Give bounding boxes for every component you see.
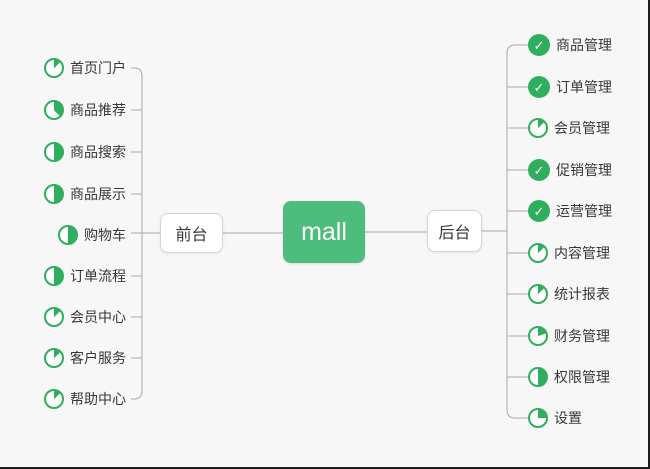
leaf-label: 运营管理	[556, 203, 612, 219]
progress-pie-icon	[44, 58, 64, 78]
leaf-label: 帮助中心	[70, 391, 126, 407]
leaf-node-finance-mgmt[interactable]: 财务管理	[528, 323, 610, 349]
leaf-node-permission-mgmt[interactable]: 权限管理	[528, 364, 610, 390]
leaf-node-statistics-report[interactable]: 统计报表	[528, 281, 610, 307]
leaf-node-product-search[interactable]: 商品搜索	[44, 139, 126, 165]
progress-pie-icon	[44, 307, 64, 327]
leaf-node-customer-service[interactable]: 客户服务	[44, 345, 126, 371]
leaf-node-member-center[interactable]: 会员中心	[44, 304, 126, 330]
progress-pie-icon	[44, 142, 64, 162]
progress-pie-icon	[44, 100, 64, 120]
progress-pie-icon	[528, 326, 548, 346]
leaf-label: 促销管理	[556, 162, 612, 178]
leaf-label: 统计报表	[554, 286, 610, 302]
leaf-label: 权限管理	[554, 369, 610, 385]
leaf-node-cart[interactable]: 购物车	[58, 222, 126, 248]
leaf-node-promotion-mgmt[interactable]: ✓ 促销管理	[528, 157, 612, 183]
leaf-label: 购物车	[84, 227, 126, 243]
leaf-node-product-mgmt[interactable]: ✓ 商品管理	[528, 32, 612, 58]
leaf-node-settings[interactable]: 设置	[528, 405, 582, 431]
leaf-label: 设置	[554, 410, 582, 426]
leaf-label: 商品推荐	[70, 102, 126, 118]
leaf-node-home-portal[interactable]: 首页门户	[44, 55, 126, 81]
leaf-label: 财务管理	[554, 328, 610, 344]
progress-pie-icon	[528, 243, 548, 263]
check-icon: ✓	[528, 200, 550, 222]
leaf-node-product-recommend[interactable]: 商品推荐	[44, 97, 126, 123]
branch-label: 后台	[438, 225, 471, 242]
progress-pie-icon	[528, 408, 548, 428]
progress-pie-icon	[44, 348, 64, 368]
progress-pie-icon	[528, 367, 548, 387]
branch-node-backend[interactable]: 后台	[427, 210, 482, 252]
progress-pie-icon	[528, 118, 548, 138]
leaf-label: 会员管理	[554, 120, 610, 136]
branch-label: 前台	[175, 227, 208, 244]
progress-pie-icon	[44, 266, 64, 286]
leaf-label: 内容管理	[554, 245, 610, 261]
right-bracket-line	[482, 44, 528, 419]
leaf-node-help-center[interactable]: 帮助中心	[44, 386, 126, 412]
progress-pie-icon	[58, 225, 78, 245]
leaf-label: 商品展示	[70, 186, 126, 202]
leaf-node-operation-mgmt[interactable]: ✓ 运营管理	[528, 198, 612, 224]
branch-node-frontend[interactable]: 前台	[160, 213, 223, 253]
check-icon: ✓	[528, 76, 550, 98]
leaf-node-product-display[interactable]: 商品展示	[44, 181, 126, 207]
progress-pie-icon	[528, 284, 548, 304]
leaf-label: 首页门户	[70, 60, 126, 76]
check-icon: ✓	[528, 159, 550, 181]
leaf-label: 会员中心	[70, 309, 126, 325]
leaf-node-order-flow[interactable]: 订单流程	[44, 263, 126, 289]
left-bracket-line	[131, 67, 160, 400]
leaf-label: 订单流程	[70, 268, 126, 284]
leaf-label: 商品管理	[556, 37, 612, 53]
root-label: mall	[301, 217, 347, 246]
leaf-label: 订单管理	[556, 79, 612, 95]
leaf-node-order-mgmt[interactable]: ✓ 订单管理	[528, 74, 612, 100]
leaf-label: 商品搜索	[70, 144, 126, 160]
leaf-label: 客户服务	[70, 350, 126, 366]
progress-pie-icon	[44, 389, 64, 409]
root-node-mall[interactable]: mall	[283, 201, 365, 263]
leaf-node-content-mgmt[interactable]: 内容管理	[528, 240, 610, 266]
progress-pie-icon	[44, 184, 64, 204]
leaf-node-member-mgmt[interactable]: 会员管理	[528, 115, 610, 141]
check-icon: ✓	[528, 34, 550, 56]
